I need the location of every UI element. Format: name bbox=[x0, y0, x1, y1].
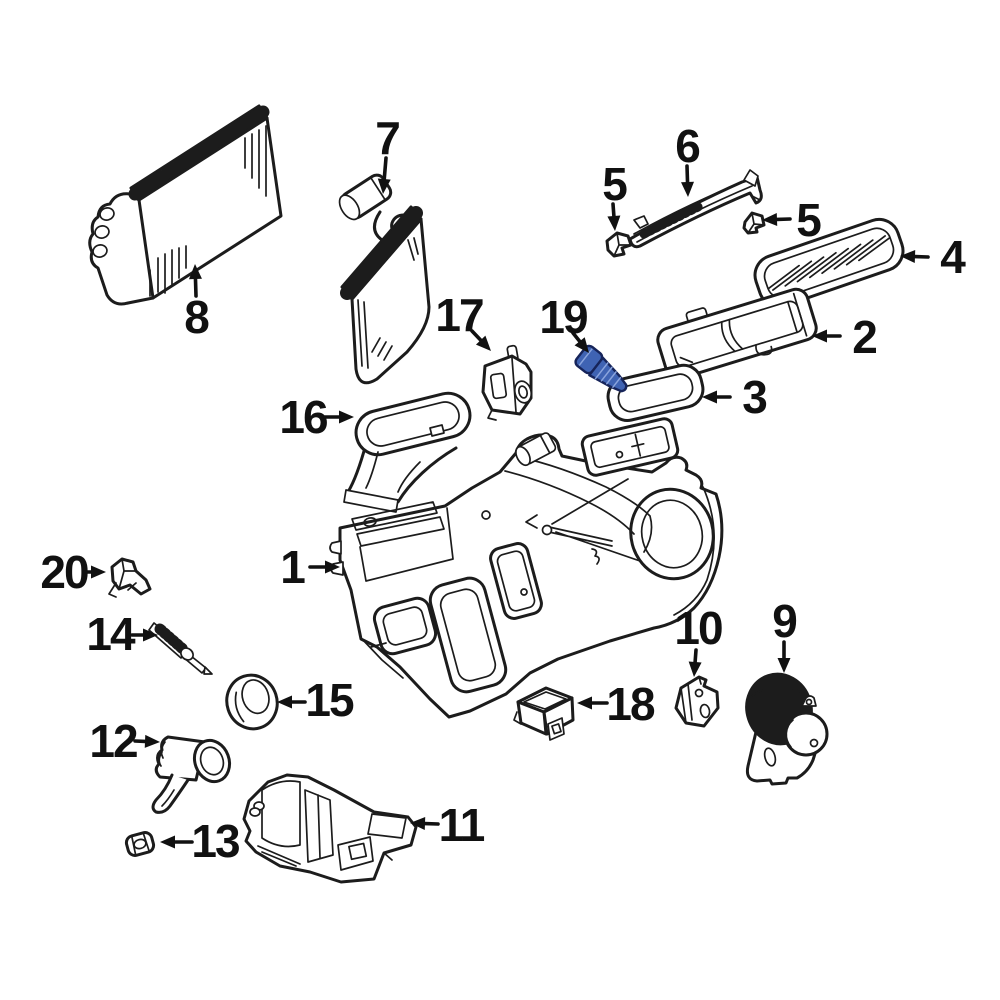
callout-arrow-10 bbox=[693, 648, 698, 664]
callout-arrowhead-11 bbox=[410, 817, 426, 831]
part-17-actuator bbox=[481, 344, 533, 421]
part-7-evaporator bbox=[338, 173, 431, 385]
callout-number-3[interactable]: 3 bbox=[742, 371, 768, 423]
part-14-screw bbox=[148, 622, 213, 675]
callout-arrowhead-2 bbox=[812, 329, 827, 343]
part-12-drain bbox=[151, 735, 232, 814]
part-9-blower-motor bbox=[737, 665, 829, 786]
callout-arrowhead-5 bbox=[607, 215, 621, 231]
part-13-nut bbox=[124, 831, 156, 857]
part-10-actuator bbox=[674, 675, 720, 728]
callout-number-18[interactable]: 18 bbox=[606, 678, 657, 730]
callout-arrow-5 bbox=[611, 202, 616, 218]
callout-number-1[interactable]: 1 bbox=[280, 541, 307, 593]
callout-arrowhead-6 bbox=[681, 181, 695, 197]
callout-arrowhead-10 bbox=[688, 661, 702, 677]
callout-number-14[interactable]: 14 bbox=[86, 608, 138, 660]
part-5-clip-left bbox=[605, 231, 633, 258]
callout-arrowhead-16 bbox=[339, 410, 354, 424]
callout-number-11[interactable]: 11 bbox=[439, 799, 487, 851]
callout-number-8[interactable]: 8 bbox=[184, 291, 211, 343]
callout-arrowhead-19 bbox=[574, 337, 589, 353]
part-15-grommet bbox=[225, 673, 279, 731]
part-20-clip bbox=[108, 557, 152, 598]
callout-arrow-8 bbox=[193, 277, 198, 298]
callout-number-15[interactable]: 15 bbox=[305, 674, 356, 726]
callout-number-5-4[interactable]: 5 bbox=[602, 158, 629, 210]
callout-arrowhead-14 bbox=[143, 628, 158, 642]
callout-number-13[interactable]: 13 bbox=[191, 815, 241, 867]
callout-arrowhead-8 bbox=[188, 264, 202, 280]
callout-arrowhead-3 bbox=[702, 390, 717, 404]
callout-arrow-6 bbox=[685, 164, 690, 184]
part-18-module bbox=[513, 686, 575, 741]
part-11-lower-case bbox=[242, 773, 418, 884]
part-5-clip-right bbox=[742, 211, 766, 235]
callout-number-16[interactable]: 16 bbox=[279, 391, 329, 443]
part-2-frame bbox=[656, 287, 818, 381]
callout-number-5-6[interactable]: 5 bbox=[796, 194, 823, 246]
callout-arrowhead-18 bbox=[577, 696, 592, 710]
callout-arrowhead-12 bbox=[144, 734, 160, 748]
callout-number-2[interactable]: 2 bbox=[852, 311, 878, 363]
callout-arrow-19 bbox=[571, 331, 582, 344]
callout-arrow-17 bbox=[470, 329, 483, 342]
callout-arrowhead-5 bbox=[762, 212, 778, 226]
part-6-strip bbox=[628, 169, 763, 249]
callout-number-19[interactable]: 19 bbox=[539, 291, 589, 343]
part-1-hvac-housing bbox=[329, 417, 724, 719]
part-3-seal bbox=[606, 363, 705, 422]
callout-number-12[interactable]: 12 bbox=[89, 715, 139, 767]
part-4-grille bbox=[753, 217, 905, 309]
part-16-duct bbox=[343, 391, 472, 513]
callout-number-10[interactable]: 10 bbox=[674, 602, 724, 654]
callout-arrow-7 bbox=[382, 156, 388, 181]
callout-number-7[interactable]: 7 bbox=[375, 112, 401, 164]
part-19-sensor-highlighted[interactable] bbox=[574, 344, 634, 398]
callout-arrowhead-15 bbox=[277, 695, 292, 709]
callout-number-6[interactable]: 6 bbox=[675, 120, 701, 172]
callout-arrowhead-13 bbox=[160, 835, 175, 849]
callout-number-17[interactable]: 17 bbox=[435, 289, 485, 341]
callout-arrowhead-1 bbox=[325, 560, 340, 574]
callout-arrowhead-9 bbox=[777, 658, 791, 673]
callout-arrowhead-17 bbox=[475, 335, 491, 351]
callout-arrowhead-7 bbox=[377, 178, 391, 194]
callout-number-20[interactable]: 20 bbox=[40, 546, 90, 598]
part-8-heater-core bbox=[88, 104, 283, 306]
callout-arrowhead-4 bbox=[900, 250, 916, 264]
callout-arrowhead-20 bbox=[91, 565, 106, 579]
callout-number-9[interactable]: 9 bbox=[772, 595, 798, 647]
callout-number-4[interactable]: 4 bbox=[940, 231, 968, 283]
